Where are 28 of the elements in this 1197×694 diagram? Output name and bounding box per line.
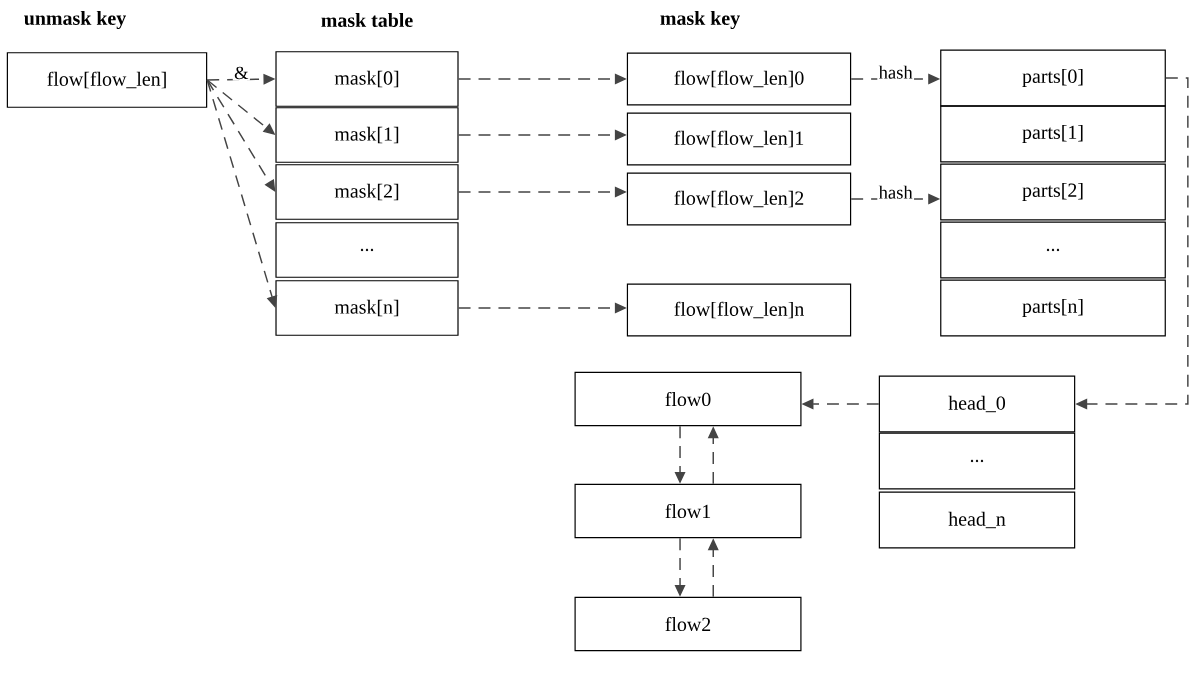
process-box: flow[flow_len]0 — [626, 52, 852, 106]
process-box: flow[flow_len]2 — [626, 172, 852, 226]
process-box: flow[flow_len]1 — [626, 112, 852, 166]
process-box: flow1 — [574, 483, 802, 539]
table-cell: parts[n] — [940, 279, 1166, 337]
table-cell: parts[1] — [940, 105, 1166, 163]
process-box: flow[flow_len] — [6, 52, 208, 108]
process-box: flow[flow_len]n — [626, 283, 852, 337]
table-cell: mask[0] — [275, 51, 459, 107]
table-cell: ... — [878, 432, 1076, 490]
table-cell: mask[n] — [275, 280, 459, 336]
column-heading: mask table — [321, 13, 413, 27]
process-box: flow0 — [574, 371, 802, 427]
table-cell: ... — [275, 222, 459, 278]
arrow — [206, 79, 276, 192]
table-cell: head_0 — [878, 375, 1076, 433]
table-cell: parts[0] — [940, 49, 1166, 107]
table-cell: ... — [940, 221, 1166, 279]
table-cell: mask[1] — [275, 107, 459, 163]
edge-label: & — [232, 65, 250, 81]
edge-label: hash — [877, 64, 915, 81]
column-heading: unmask key — [24, 10, 126, 30]
process-box: flow2 — [574, 596, 802, 652]
edge-label: hash — [877, 184, 915, 201]
column-heading: mask key — [660, 10, 740, 30]
table-cell: head_n — [878, 491, 1076, 549]
table-cell: mask[2] — [275, 164, 459, 220]
table-cell: parts[2] — [940, 163, 1166, 221]
